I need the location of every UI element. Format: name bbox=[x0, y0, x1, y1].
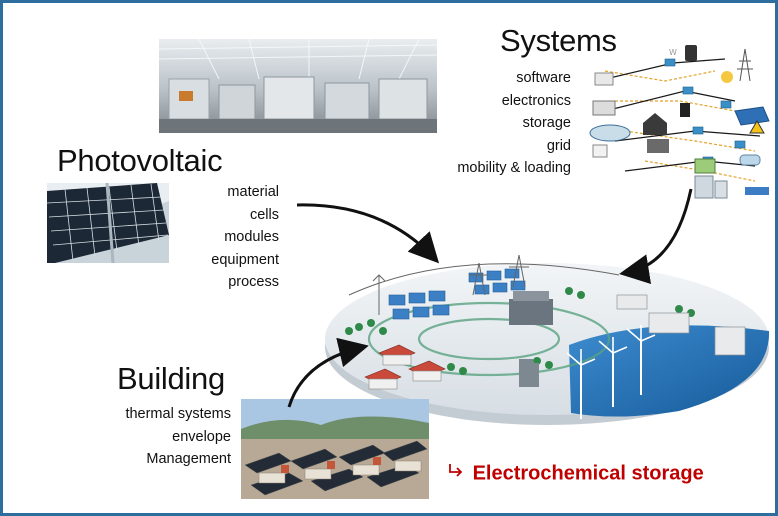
systems-item: software bbox=[516, 70, 571, 86]
smart-grid-island-illustration bbox=[319, 235, 773, 435]
arrow-bullet-icon bbox=[447, 462, 467, 486]
systems-item: grid bbox=[546, 137, 571, 154]
building-arrow bbox=[287, 337, 369, 408]
photovoltaic-arrow bbox=[296, 203, 440, 264]
photovoltaic-list: material cells modules equipment process bbox=[179, 181, 279, 294]
solar-panel-photo bbox=[47, 183, 169, 263]
systems-arrow bbox=[619, 188, 693, 285]
photovoltaic-item: material bbox=[227, 184, 279, 200]
systems-heading: Systems bbox=[500, 23, 617, 58]
callout-text: Electrochemical storage bbox=[472, 462, 704, 485]
building-heading: Building bbox=[117, 361, 225, 396]
svg-text:W: W bbox=[669, 48, 677, 57]
connector-arrows bbox=[287, 188, 693, 408]
building-item: envelope bbox=[172, 428, 231, 445]
solar-houses-photo bbox=[241, 399, 429, 499]
building-list: thermal systems envelope Management bbox=[81, 403, 231, 471]
photovoltaic-item: cells bbox=[249, 206, 279, 223]
photovoltaic-item: modules bbox=[224, 229, 279, 245]
photovoltaic-item: process bbox=[228, 274, 279, 290]
building-item: Management bbox=[146, 451, 231, 467]
systems-item: electronics bbox=[501, 92, 571, 109]
building-item: thermal systems bbox=[125, 406, 231, 422]
systems-item: mobility & loading bbox=[457, 160, 571, 176]
photovoltaic-item: equipment bbox=[211, 251, 279, 268]
factory-photo bbox=[159, 39, 437, 133]
systems-network-diagram: W bbox=[585, 41, 775, 201]
systems-item: storage bbox=[522, 115, 571, 131]
photovoltaic-heading: Photovoltaic bbox=[57, 143, 223, 178]
electrochemical-storage-callout: Electrochemical storage bbox=[447, 462, 704, 486]
systems-list: software electronics storage grid mobili… bbox=[423, 67, 571, 180]
